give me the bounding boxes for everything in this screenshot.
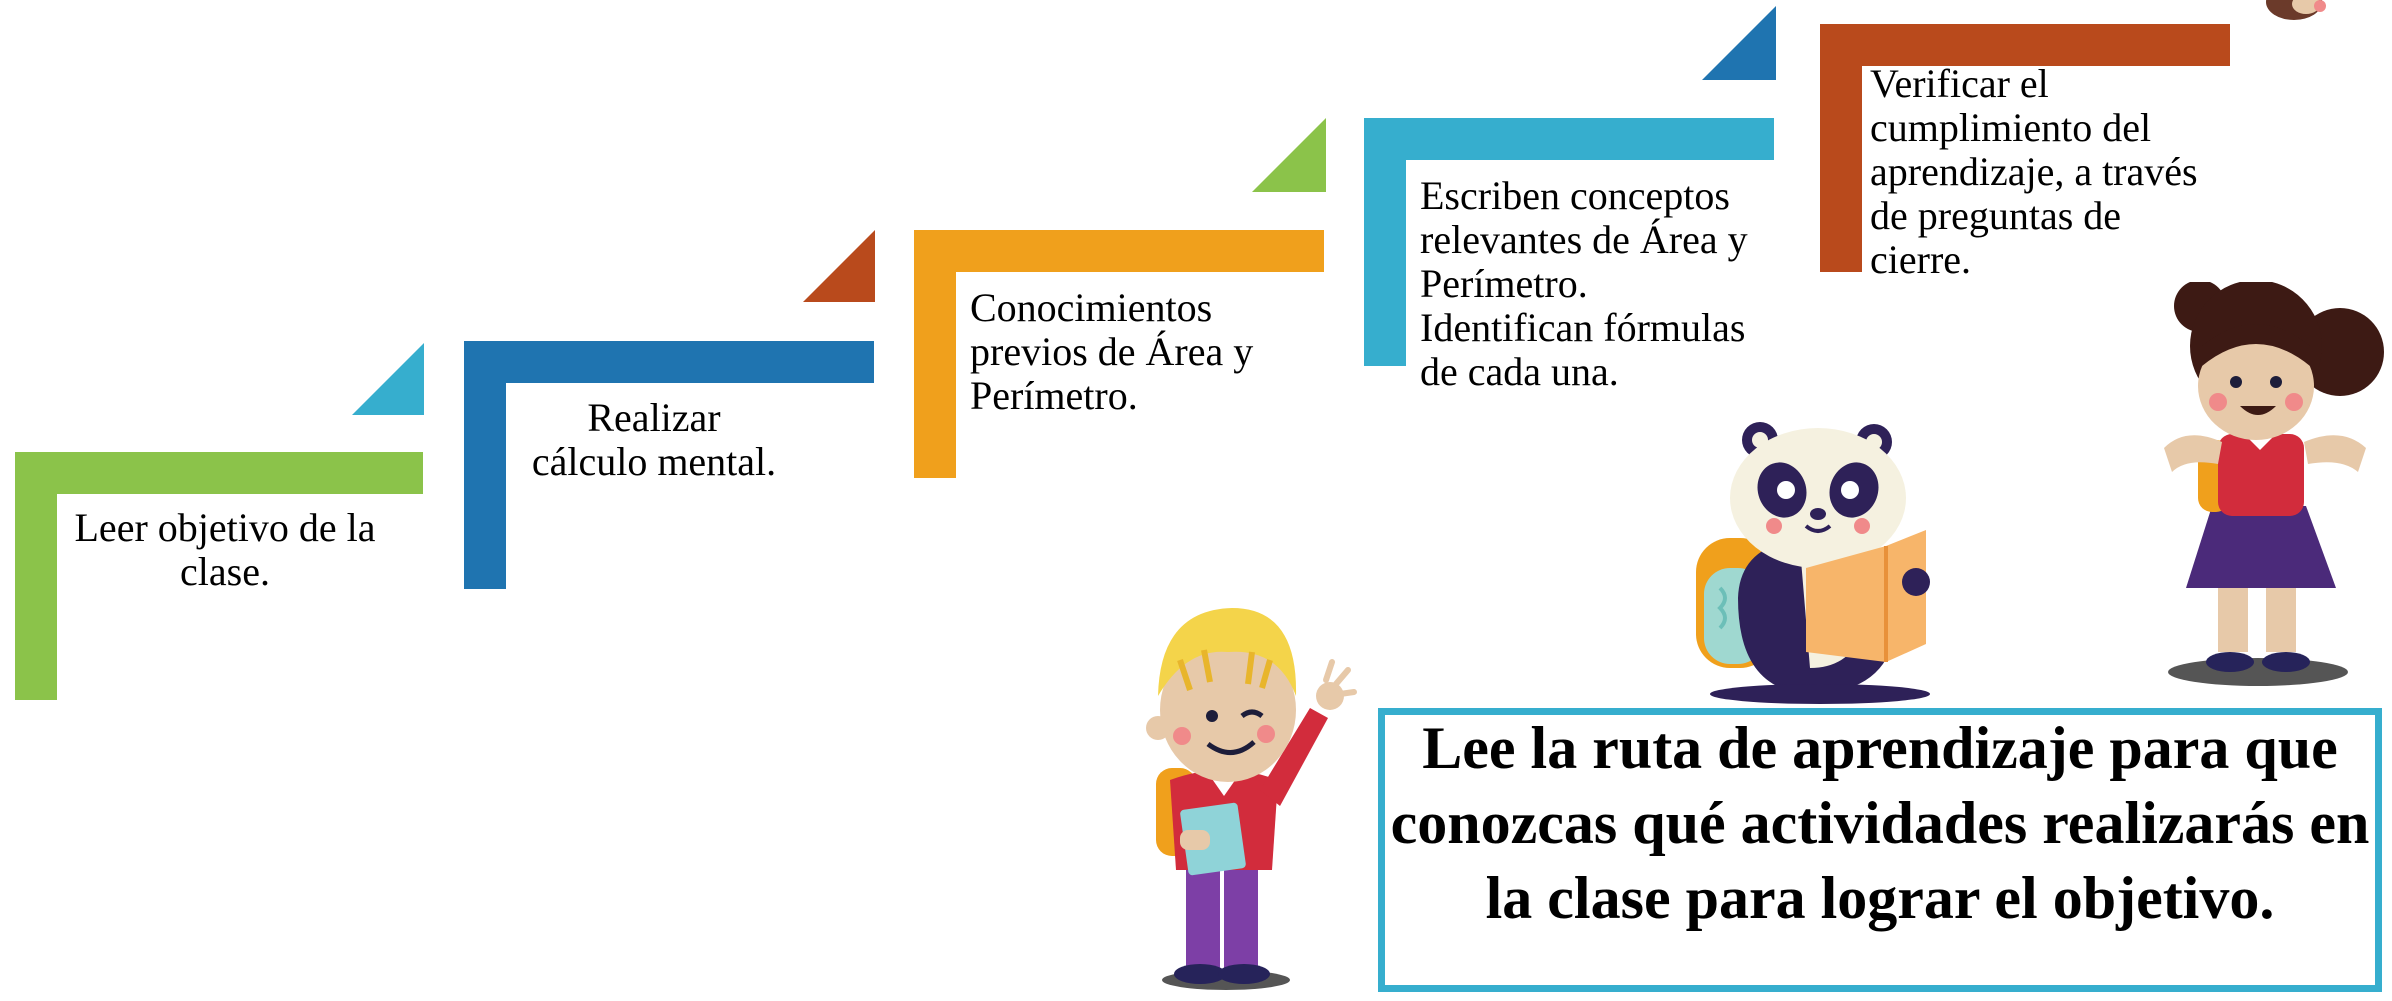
step-5-bar-top (1820, 24, 2230, 66)
step-3-bar-top (914, 230, 1324, 272)
step-2-bar-top (464, 341, 874, 383)
step-5-bar-left (1820, 24, 1862, 272)
step-1-bar-left (15, 452, 57, 700)
panda-character-icon (1696, 422, 1930, 704)
step-2-bar-left (464, 341, 506, 589)
step-1-bar-top (15, 452, 423, 494)
step-5-text: Verificar el cumplimiento del aprendizaj… (1870, 61, 2198, 282)
step-3-text: Conocimientos previos de Área y Perímetr… (970, 285, 1254, 418)
step-3-accent-triangle (1252, 118, 1326, 192)
step-2: Realizar cálculo mental. (464, 341, 876, 589)
step-2-text: Realizar cálculo mental. (531, 395, 777, 484)
step-4-bar-top (1364, 118, 1774, 160)
step-1-text: Leer objetivo de la clase. (74, 505, 376, 594)
step-1-accent-triangle (352, 343, 424, 415)
step-2-accent-triangle (803, 230, 875, 302)
step-3: Conocimientos previos de Área y Perímetr… (914, 230, 1326, 480)
boy-character-icon (1146, 608, 1357, 990)
step-4-accent-triangle (1702, 6, 1776, 80)
step-1: Leer objetivo de la clase. (15, 452, 425, 702)
step-4: Escriben conceptos relevantes de Área y … (1364, 118, 1776, 394)
instruction-callout: Lee la ruta de aprendizaje para que cono… (1378, 708, 2382, 992)
step-5: Verificar el cumplimiento del aprendizaj… (1820, 24, 2232, 282)
girl-character-icon (2164, 282, 2384, 686)
step-4-bar-left (1364, 118, 1406, 366)
partial-character-icon (2266, 0, 2326, 20)
instruction-callout-text: Lee la ruta de aprendizaje para que cono… (1390, 715, 2370, 931)
step-4-text: Escriben conceptos relevantes de Área y … (1420, 173, 1748, 394)
step-3-bar-left (914, 230, 956, 478)
